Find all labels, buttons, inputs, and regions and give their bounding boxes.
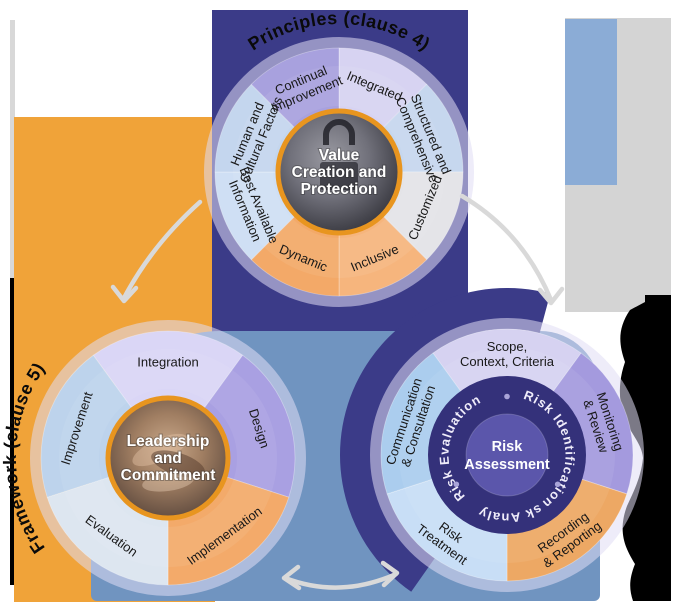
hands-shape bbox=[132, 433, 188, 467]
segment-label-line: Context, Criteria bbox=[460, 354, 555, 369]
ring-dot bbox=[504, 393, 510, 400]
left-gray-edge-bar bbox=[10, 20, 15, 278]
center-label-line: Commitment bbox=[121, 467, 216, 484]
ring-dot bbox=[554, 481, 561, 488]
left-black-edge-bar bbox=[10, 278, 17, 585]
wheel-halo bbox=[204, 37, 474, 307]
segment-label: Integration bbox=[137, 355, 198, 370]
center-label-line: and bbox=[154, 450, 182, 467]
wheel-segment bbox=[92, 330, 244, 459]
hands-shape bbox=[142, 472, 194, 492]
right-blue-rectangle bbox=[565, 19, 617, 185]
center-label-line: Risk bbox=[492, 439, 524, 455]
wheel-halo bbox=[30, 320, 306, 596]
wheel-halo bbox=[370, 318, 644, 592]
padlock-body-icon bbox=[320, 162, 358, 190]
center-label-line: Protection bbox=[301, 181, 378, 198]
segment-sheen-overlay bbox=[233, 66, 445, 278]
center-label-line: Assessment bbox=[464, 457, 550, 473]
silhouette-shape bbox=[619, 295, 671, 601]
center-label-line: Leadership bbox=[127, 433, 210, 450]
center-label-line: Creation and bbox=[292, 164, 387, 181]
segment-label: Scope,Context, Criteria bbox=[460, 339, 555, 369]
center-label-line: Value bbox=[319, 147, 360, 164]
risk-assessment-core bbox=[465, 413, 549, 497]
ring-dot bbox=[453, 481, 460, 488]
padlock-shackle-icon bbox=[323, 119, 355, 145]
segment-sheen-overlay bbox=[59, 349, 277, 567]
center-orange-ring bbox=[275, 108, 403, 236]
segment-label-line: Scope, bbox=[487, 339, 527, 354]
segment-sheen-overlay bbox=[399, 347, 615, 563]
hands-shape bbox=[151, 450, 205, 478]
center-orange-ring bbox=[105, 395, 231, 521]
segment-label-line: Integration bbox=[137, 355, 198, 370]
framework-wheel: IntegrationDesignImplementationEvaluatio… bbox=[0, 320, 306, 596]
